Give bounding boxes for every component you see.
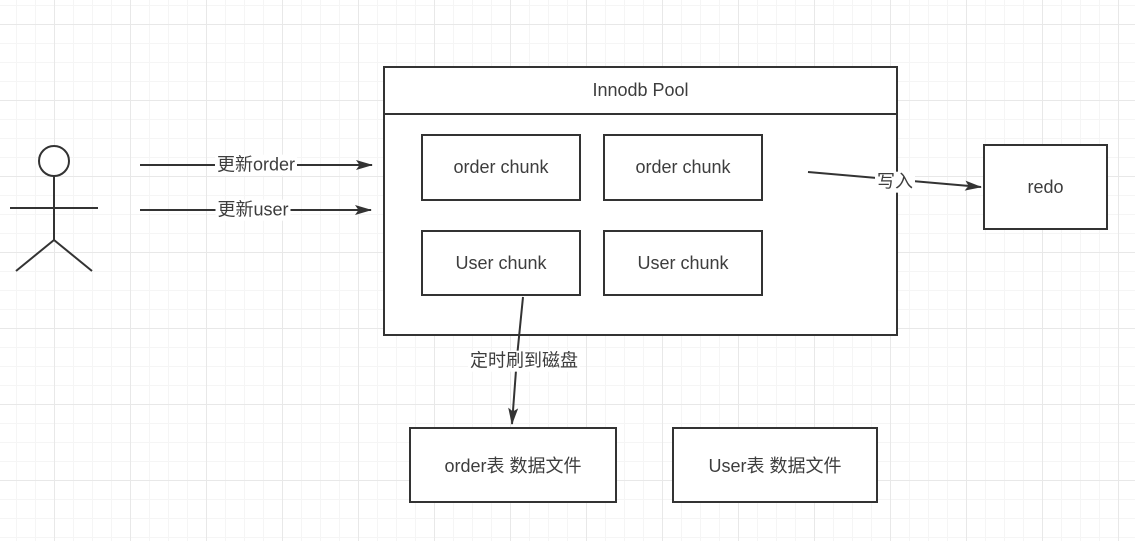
user-chunk-label-2: User chunk — [637, 252, 729, 273]
order-chunk-box-1[interactable]: order chunk — [421, 134, 581, 201]
innodb-pool-title: Innodb Pool — [385, 68, 896, 115]
redo-box[interactable]: redo — [983, 144, 1108, 230]
user-chunk-box-2[interactable]: User chunk — [603, 230, 763, 296]
user-actor-icon[interactable] — [10, 145, 98, 272]
edge-label-write-redo[interactable]: 写入 — [875, 171, 915, 193]
order-chunk-label-1: order chunk — [453, 157, 549, 177]
user-table-file-label: User表 数据文件 — [708, 456, 842, 476]
edge-label-update-user[interactable]: 更新user — [215, 199, 291, 221]
user-chunk-box-1[interactable]: User chunk — [421, 230, 581, 296]
order-table-file-label: order表 数据文件 — [444, 456, 582, 476]
order-table-file-box[interactable]: order表 数据文件 — [409, 427, 617, 503]
user-table-file-box[interactable]: User表 数据文件 — [672, 427, 878, 503]
edge-label-update-order[interactable]: 更新order — [214, 154, 298, 176]
order-chunk-box-2[interactable]: order chunk — [603, 134, 763, 201]
redo-label: redo — [1027, 176, 1064, 197]
edge-label-flush-disk[interactable]: 定时刷到磁盘 — [468, 350, 580, 372]
order-chunk-label-2: order chunk — [635, 157, 731, 177]
user-chunk-label-1: User chunk — [455, 252, 547, 273]
